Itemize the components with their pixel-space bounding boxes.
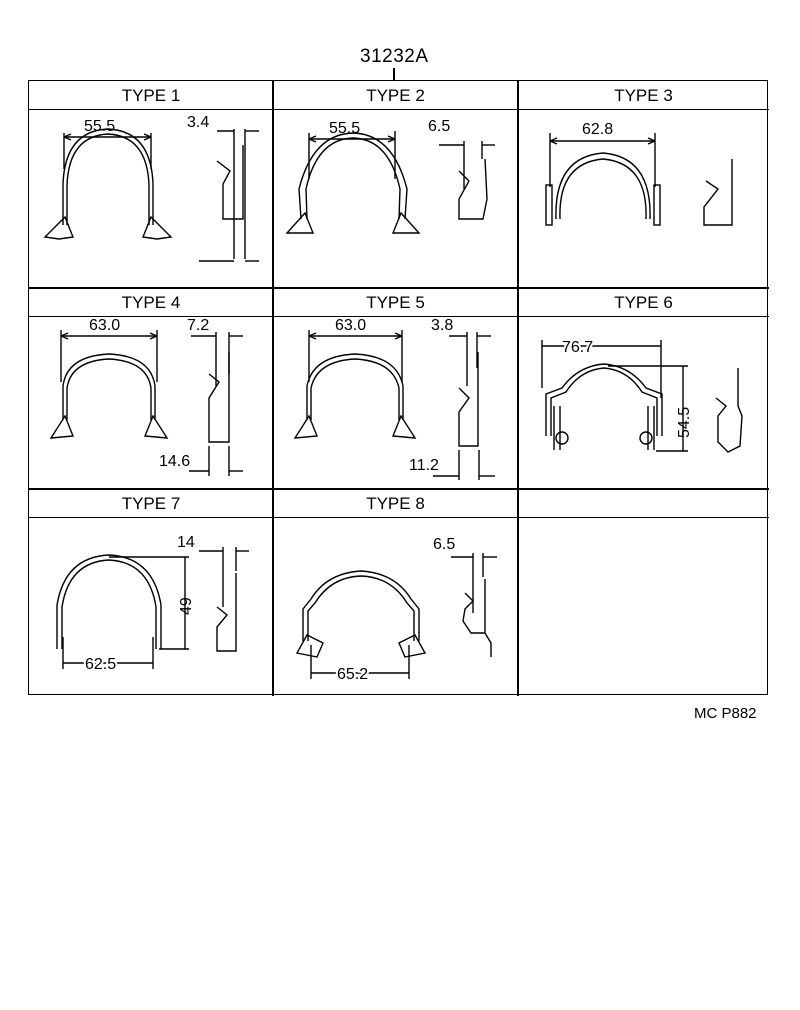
svg-text:14.6: 14.6: [159, 453, 190, 470]
type-5-cell: TYPE 5 63.0 3.8 11.2: [273, 288, 518, 488]
type-1-header: TYPE 1: [29, 81, 273, 110]
svg-text:63.0: 63.0: [89, 317, 120, 334]
type-7-header: TYPE 7: [29, 489, 273, 518]
svg-text:6.5: 6.5: [428, 118, 450, 135]
svg-text:54.5: 54.5: [676, 407, 693, 438]
type-1-cell: TYPE 1 55.5 3.4: [29, 81, 273, 287]
type-4-header: TYPE 4: [29, 288, 273, 317]
type-8-header: TYPE 8: [273, 489, 518, 518]
type-6-cell: TYPE 6 76.7 54.5: [518, 288, 769, 488]
svg-text:11.2: 11.2: [409, 457, 439, 474]
type-8-clip-drawing: 65.2 6.5: [295, 536, 497, 685]
empty-header: [518, 489, 769, 518]
svg-text:6.5: 6.5: [433, 536, 455, 553]
drawing-code-label: MC P882: [694, 705, 757, 722]
type-6-clip-drawing: 76.7 54.5: [541, 337, 743, 453]
row-divider: [29, 287, 769, 289]
row-divider: [29, 488, 769, 490]
type-4-cell: TYPE 4 63.0 7.2 14.6: [29, 288, 273, 488]
type-3-header: TYPE 3: [518, 81, 769, 110]
type-5-clip-drawing: 63.0 3.8 11.2: [293, 317, 495, 480]
type-2-cell: TYPE 2 55.5 6.5: [273, 81, 518, 287]
empty-cell: [518, 489, 769, 696]
svg-text:65.2: 65.2: [337, 666, 368, 683]
type-2-header: TYPE 2: [273, 81, 518, 110]
part-number-leader-line: [393, 68, 395, 81]
svg-text:62.5: 62.5: [85, 656, 116, 673]
svg-text:14: 14: [177, 534, 195, 551]
type-3-cell: TYPE 3 62.8: [518, 81, 769, 287]
svg-text:3.8: 3.8: [431, 317, 453, 334]
type-6-header: TYPE 6: [518, 288, 769, 317]
type-4-clip-drawing: 63.0 7.2 14.6: [49, 317, 243, 476]
type-8-cell: TYPE 8 65.2 6.5: [273, 489, 518, 696]
column-divider: [272, 81, 274, 696]
type-5-header: TYPE 5: [273, 288, 518, 317]
svg-text:76.7: 76.7: [562, 339, 593, 356]
type-2-clip-drawing: 55.5 6.5: [285, 118, 495, 234]
part-number-label: 31232A: [360, 46, 429, 67]
type-1-clip-drawing: 55.5 3.4: [43, 114, 259, 262]
type-7-clip-drawing: 62.5 49 14: [56, 534, 249, 675]
svg-text:7.2: 7.2: [187, 317, 209, 334]
svg-text:3.4: 3.4: [187, 114, 209, 131]
clip-type-table: TYPE 1 55.5 3.4 TYPE 2 55.5: [28, 80, 769, 696]
svg-text:55.5: 55.5: [84, 118, 115, 135]
type-3-clip-drawing: 62.8: [545, 121, 733, 226]
svg-text:62.8: 62.8: [582, 121, 613, 138]
svg-text:49: 49: [178, 597, 195, 615]
type-7-cell: TYPE 7 62.5 49 14: [29, 489, 273, 696]
column-divider: [517, 81, 519, 696]
svg-text:63.0: 63.0: [335, 317, 366, 334]
